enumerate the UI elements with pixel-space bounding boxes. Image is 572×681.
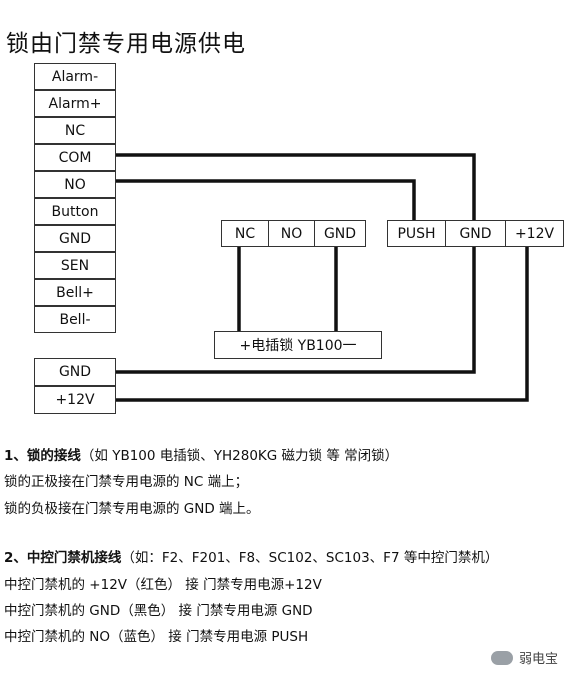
- wire-com-gnd: [114, 153, 476, 374]
- note-section1-title: 1、锁的接线: [4, 448, 81, 464]
- note-section2-line1: 中控门禁机的 +12V（红色） 接 门禁专用电源+12V: [4, 577, 322, 593]
- terminal-alarm-plus: Alarm+: [34, 90, 116, 117]
- note-section2-title: 2、中控门禁机接线: [4, 550, 122, 566]
- terminal-nc: NC: [34, 117, 116, 144]
- terminal-no: NO: [34, 171, 116, 198]
- controller-power-12v: +12V: [34, 386, 116, 414]
- controller-power-gnd: GND: [34, 358, 116, 386]
- note-section2-heading: 2、中控门禁机接线（如：F2、F201、F8、SC102、SC103、F7 等中…: [4, 546, 498, 566]
- lock-terminal-nc: NC: [221, 220, 269, 247]
- terminal-gnd: GND: [34, 225, 116, 252]
- terminal-button: Button: [34, 198, 116, 225]
- wire-12v: [114, 244, 529, 402]
- note-section2-line3: 中控门禁机的 NO（蓝色） 接 门禁专用电源 PUSH: [4, 629, 309, 645]
- note-section1-line2: 锁的负极接在门禁专用电源的 GND 端上。: [4, 501, 260, 517]
- note-section2-sub: （如：F2、F201、F8、SC102、SC103、F7 等中控门禁机）: [121, 550, 499, 566]
- wechat-icon: [490, 650, 513, 665]
- watermark-text: 弱电宝: [518, 652, 558, 667]
- diagram-title: 锁由门禁专用电源供电: [6, 31, 246, 57]
- electric-lock: +电插锁 YB100一: [214, 331, 382, 359]
- note-section1-line1: 锁的正极接在门禁专用电源的 NC 端上；: [4, 474, 249, 490]
- power-terminal-12v: +12V: [505, 220, 564, 247]
- wire-no-push: [114, 179, 416, 222]
- lock-terminal-no: NO: [268, 220, 315, 247]
- terminal-alarm-minus: Alarm-: [34, 63, 116, 90]
- terminal-sen: SEN: [34, 252, 116, 279]
- terminal-com: COM: [34, 144, 116, 171]
- power-terminal-push: PUSH: [387, 220, 446, 247]
- note-section2-line2: 中控门禁机的 GND（黑色） 接 门禁专用电源 GND: [4, 603, 313, 619]
- lock-terminal-gnd: GND: [314, 220, 366, 247]
- note-section1-heading: 1、锁的接线（如 YB100 电插锁、YH280KG 磁力锁 等 常闭锁）: [4, 444, 398, 464]
- terminal-bell-minus: Bell-: [34, 306, 116, 333]
- watermark: 弱电宝: [490, 648, 558, 667]
- power-terminal-gnd: GND: [445, 220, 506, 247]
- terminal-bell-plus: Bell+: [34, 279, 116, 306]
- note-section1-sub: （如 YB100 电插锁、YH280KG 磁力锁 等 常闭锁）: [80, 448, 399, 464]
